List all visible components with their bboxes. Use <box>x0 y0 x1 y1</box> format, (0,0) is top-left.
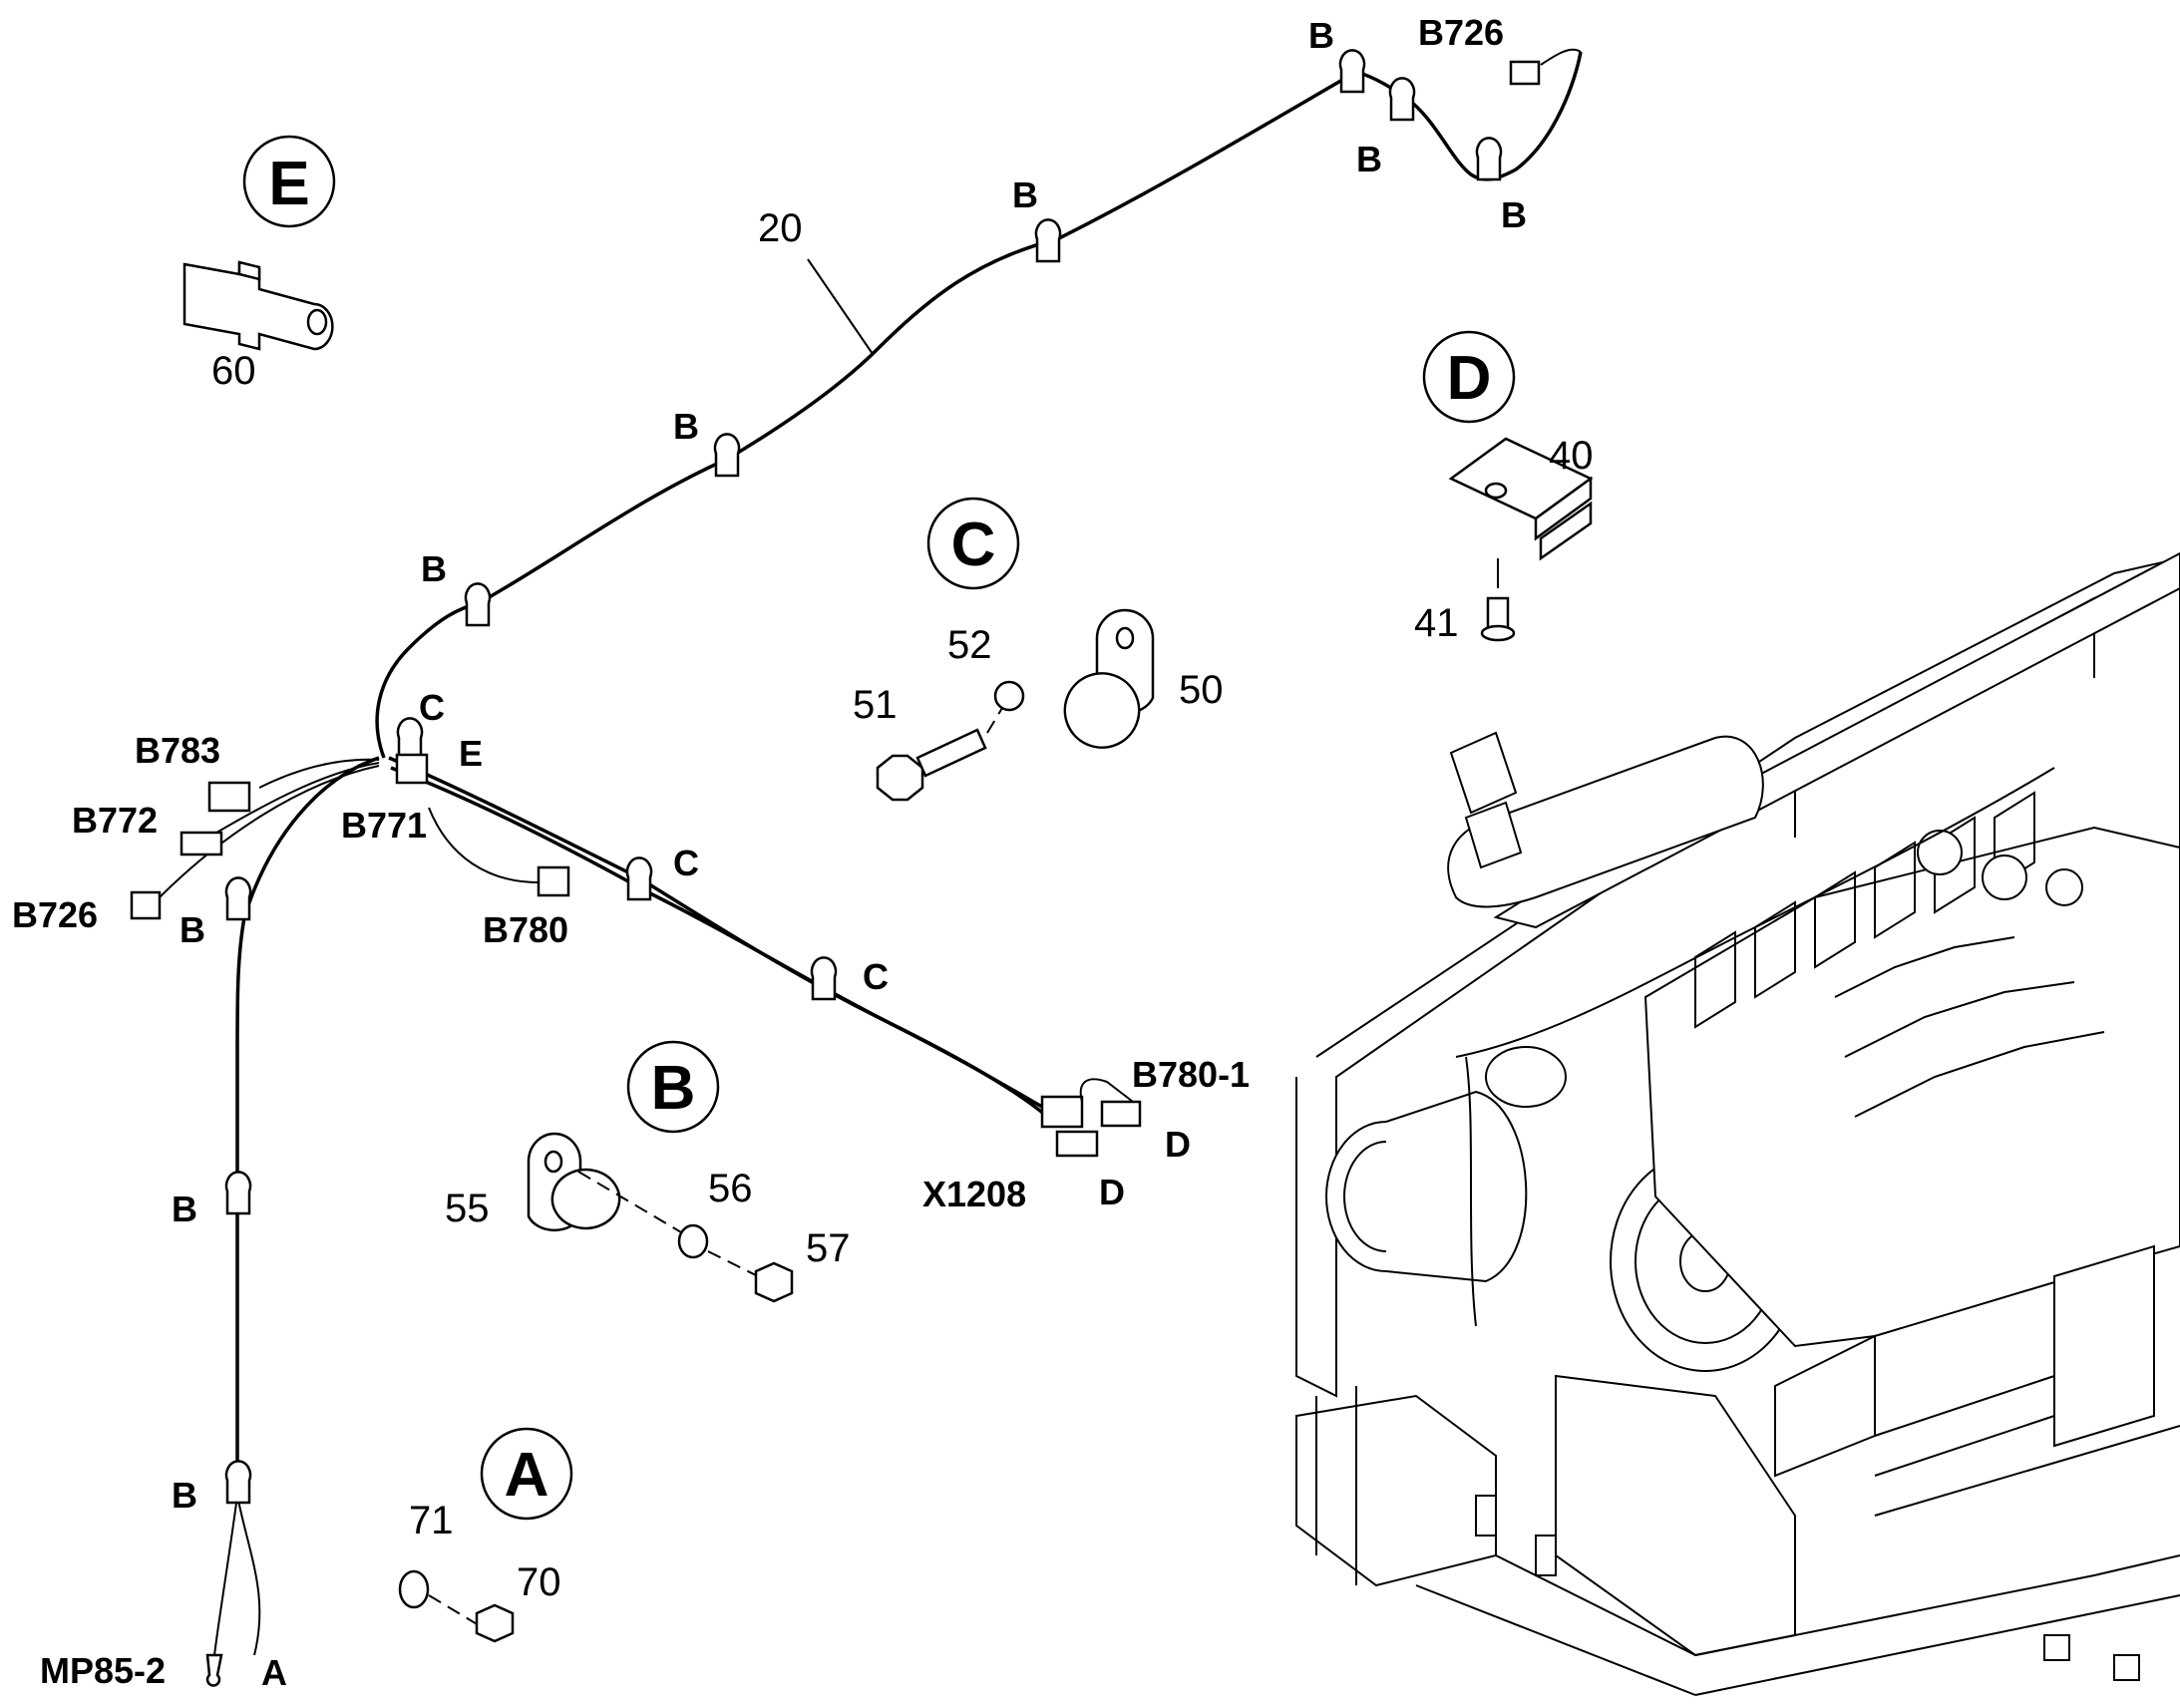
clip-ref-b: B <box>180 909 205 950</box>
connector-label-mp85-2: MP85-2 <box>40 1650 166 1691</box>
p-clamp-icon <box>224 1460 252 1505</box>
view-d-parts <box>1448 437 1594 642</box>
washer-icon <box>398 1569 430 1609</box>
ring-terminal-icon <box>205 1653 223 1687</box>
part-number-50: 50 <box>1179 668 1224 712</box>
washer-icon <box>993 680 1025 712</box>
view-a-parts <box>398 1569 515 1643</box>
clip-ref-c: C <box>673 843 699 883</box>
view-letters: E D C B A <box>268 150 1491 1510</box>
view-circle-d <box>1422 330 1516 424</box>
connector-icon <box>1509 60 1541 86</box>
view-circles <box>242 135 1516 1521</box>
p-clamp-icon <box>810 956 838 1001</box>
view-circle-e <box>242 135 336 228</box>
part-number-51: 51 <box>853 683 898 727</box>
clip-ref-e: E <box>459 733 483 774</box>
clip-ref-b: B <box>1308 15 1334 56</box>
part-number-40: 40 <box>1549 434 1594 478</box>
clip-ref-c: C <box>419 687 445 728</box>
nut-icon <box>475 1603 515 1643</box>
nut-icon <box>754 1261 794 1303</box>
connector-icon <box>1040 1095 1084 1129</box>
bracket-icon <box>182 262 334 351</box>
connectors <box>130 60 1541 1687</box>
view-letter-d: D <box>1447 344 1492 413</box>
screw-icon <box>1486 596 1510 630</box>
p-clamp-icon <box>1034 218 1062 263</box>
connector-label-b783: B783 <box>135 730 220 771</box>
part-number-55: 55 <box>445 1187 490 1230</box>
clip-ref-b: B <box>421 548 447 589</box>
p-clamp-icon <box>713 433 741 478</box>
connector-icon <box>130 890 162 920</box>
clip-ref-b: B <box>673 406 699 447</box>
part-number-70: 70 <box>517 1560 561 1604</box>
view-c-parts <box>876 608 1155 802</box>
clip-ref-b: B <box>1501 194 1527 235</box>
p-clamp-icon <box>1388 77 1416 122</box>
part-number-60: 60 <box>211 349 256 393</box>
p-clamp-icon <box>224 876 252 921</box>
view-circle-b <box>626 1040 720 1134</box>
clip-ref-d: D <box>1165 1124 1191 1165</box>
p-clamp-icon <box>396 717 424 762</box>
p-clamp-icon <box>464 582 492 627</box>
harness-20 <box>159 48 1583 1656</box>
bracket-icon <box>395 753 429 785</box>
connector-icon <box>537 865 570 897</box>
view-circle-c <box>926 497 1020 590</box>
harness-clips <box>224 49 1503 1505</box>
p-clamp-icon <box>224 1171 252 1215</box>
connector-label-b726-left: B726 <box>12 894 98 935</box>
part-numbers: 20 60 40 41 52 51 50 55 56 57 71 70 <box>211 206 1594 1604</box>
connector-icon <box>180 831 223 856</box>
p-clamp-icon <box>1338 49 1366 94</box>
clip-ref-b: B <box>172 1475 197 1516</box>
clip-ref-b: B <box>1356 139 1382 179</box>
part-number-41: 41 <box>1414 601 1459 645</box>
connector-icon <box>1100 1100 1142 1128</box>
connector-icon <box>1055 1130 1099 1158</box>
washer-icon <box>677 1223 709 1259</box>
connector-label-b780-1: B780-1 <box>1132 1054 1250 1095</box>
part-number-20: 20 <box>758 206 803 250</box>
clip-ref-b: B <box>172 1189 197 1229</box>
clip-ref-b: B <box>1012 174 1038 215</box>
connector-label-b772: B772 <box>72 800 158 841</box>
view-letter-b: B <box>651 1054 696 1123</box>
connector-icon <box>207 781 251 813</box>
connector-label-b771: B771 <box>341 805 427 846</box>
view-b-parts <box>527 1132 794 1303</box>
clip-reference-labels: B B B B B B C E C C D D B B B A <box>172 15 1527 1693</box>
part-number-57: 57 <box>806 1226 851 1270</box>
clip-ref-c: C <box>863 956 889 997</box>
part-number-52: 52 <box>947 623 992 667</box>
view-letter-c: C <box>951 511 996 579</box>
p-clamp-icon <box>1475 137 1503 181</box>
bolt-icon <box>876 754 924 802</box>
connector-label-b780: B780 <box>483 909 568 950</box>
view-letter-a: A <box>505 1441 549 1510</box>
clip-ref-a: A <box>261 1652 287 1693</box>
view-e-parts <box>182 260 334 351</box>
connector-label-x1208: X1208 <box>922 1174 1026 1214</box>
part-number-56: 56 <box>708 1167 753 1210</box>
part-number-71: 71 <box>409 1499 454 1542</box>
view-circle-a <box>480 1427 573 1521</box>
p-clamp-icon <box>625 856 653 901</box>
connector-labels: B726 B783 B772 B726 B771 B780 B780-1 X12… <box>12 12 1504 1691</box>
view-letter-e: E <box>268 150 309 218</box>
clip-ref-d: D <box>1099 1172 1125 1212</box>
connector-label-b726-top: B726 <box>1418 12 1504 53</box>
engine-assembly-icon <box>1295 551 2180 1696</box>
